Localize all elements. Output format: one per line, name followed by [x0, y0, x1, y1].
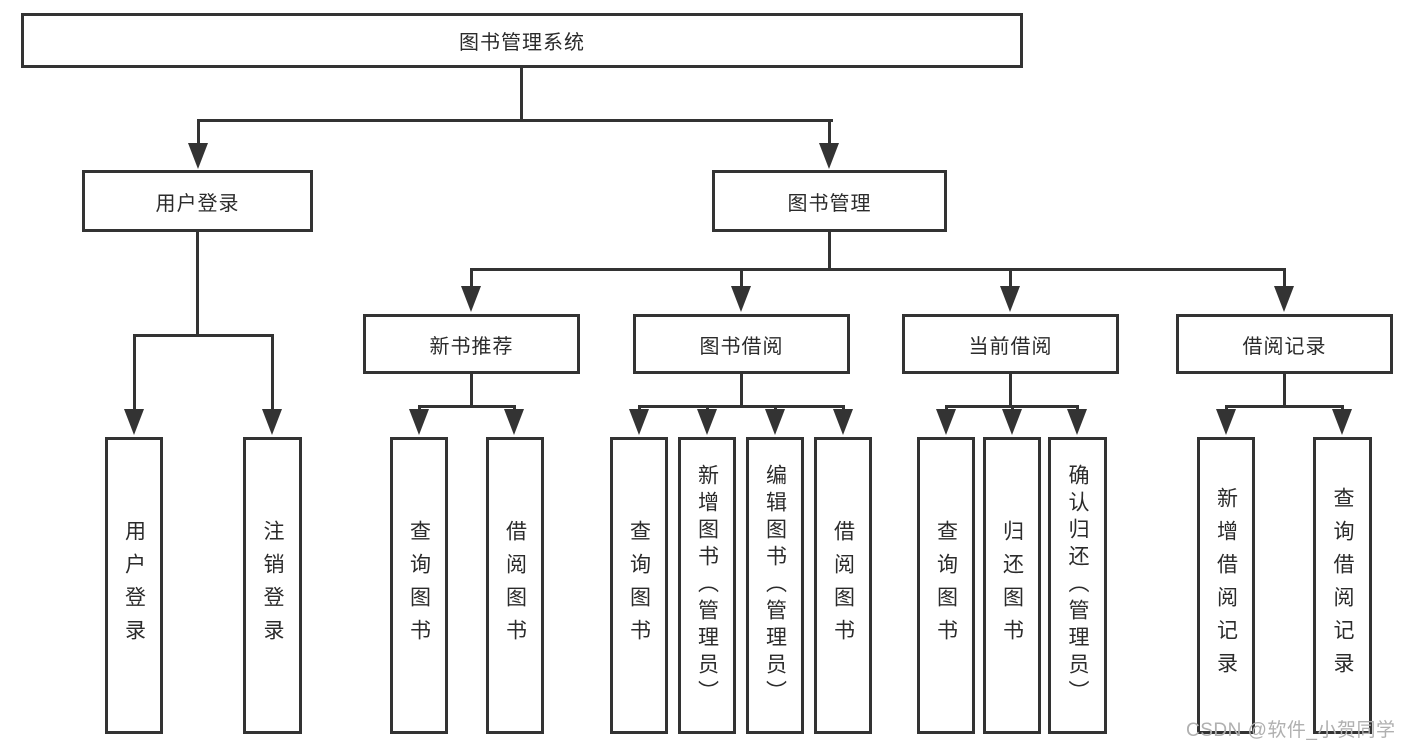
node-borrowing-records: 借阅记录	[1176, 314, 1393, 374]
connector-line	[133, 334, 273, 337]
connector-line	[828, 119, 831, 147]
leaf-label: 查询图书	[934, 519, 958, 652]
arrowhead-icon	[697, 409, 717, 435]
leaf-label: 借阅图书	[831, 519, 855, 652]
connector-line	[740, 268, 743, 290]
leaf-borrow-books-recommend: 借阅图书	[486, 437, 544, 734]
node-library-system: 图书管理系统	[21, 13, 1023, 68]
connector-line	[197, 119, 833, 122]
leaf-label: 注销登录	[261, 519, 284, 652]
leaf-label: 借阅图书	[503, 519, 527, 652]
leaf-query-books-current: 查询图书	[917, 437, 975, 734]
arrowhead-icon	[1332, 409, 1352, 435]
arrowhead-icon	[936, 409, 956, 435]
arrowhead-icon	[1000, 286, 1020, 312]
leaf-label: 归还图书	[1000, 519, 1024, 652]
arrowhead-icon	[409, 409, 429, 435]
connector-line	[828, 231, 831, 271]
leaf-return-books: 归还图书	[983, 437, 1041, 734]
leaf-label: 查询图书	[627, 519, 651, 652]
arrowhead-icon	[833, 409, 853, 435]
connector-line	[1009, 268, 1012, 290]
leaf-label: 编辑图书（管理员）	[763, 464, 787, 707]
node-book-management: 图书管理	[712, 170, 947, 232]
arrowhead-icon	[461, 286, 481, 312]
arrowhead-icon	[124, 409, 144, 435]
connector-line	[1283, 268, 1286, 290]
leaf-add-book-admin: 新增图书（管理员）	[678, 437, 736, 734]
leaf-confirm-return-admin: 确认归还（管理员）	[1048, 437, 1107, 734]
leaf-label: 新增图书（管理员）	[695, 464, 719, 707]
leaf-logout: 注销登录	[243, 437, 302, 734]
node-new-book-recommend: 新书推荐	[363, 314, 580, 374]
leaf-label: 确认归还（管理员）	[1066, 464, 1089, 707]
leaf-user-login: 用户登录	[105, 437, 163, 734]
connector-line	[470, 268, 473, 290]
leaf-borrow-books-borrowing: 借阅图书	[814, 437, 872, 734]
connector-line	[1009, 374, 1012, 408]
arrowhead-icon	[1067, 409, 1087, 435]
arrowhead-icon	[629, 409, 649, 435]
leaf-label: 查询图书	[407, 519, 431, 652]
arrowhead-icon	[504, 409, 524, 435]
leaf-query-borrow-record: 查询借阅记录	[1313, 437, 1372, 734]
arrowhead-icon	[188, 143, 208, 169]
arrowhead-icon	[765, 409, 785, 435]
arrowhead-icon	[262, 409, 282, 435]
node-book-borrowing: 图书借阅	[633, 314, 850, 374]
leaf-label: 查询借阅记录	[1331, 486, 1354, 685]
leaf-label: 用户登录	[122, 519, 146, 652]
node-user-login: 用户登录	[82, 170, 313, 232]
leaf-edit-book-admin: 编辑图书（管理员）	[746, 437, 804, 734]
connector-line	[197, 119, 200, 147]
connector-line	[470, 268, 1286, 271]
node-current-borrowing: 当前借阅	[902, 314, 1119, 374]
connector-line	[1283, 374, 1286, 408]
connector-line	[638, 405, 844, 408]
leaf-query-books-recommend: 查询图书	[390, 437, 448, 734]
connector-line	[520, 66, 523, 120]
watermark: CSDN @软件_小贺同学	[1186, 720, 1396, 741]
arrowhead-icon	[731, 286, 751, 312]
leaf-query-books-borrowing: 查询图书	[610, 437, 668, 734]
connector-line	[271, 334, 274, 412]
connector-line	[196, 231, 199, 337]
arrowhead-icon	[819, 143, 839, 169]
connector-line	[470, 374, 473, 408]
arrowhead-icon	[1216, 409, 1236, 435]
connector-line	[740, 374, 743, 408]
leaf-add-borrow-record: 新增借阅记录	[1197, 437, 1255, 734]
arrowhead-icon	[1274, 286, 1294, 312]
connector-line	[133, 334, 136, 412]
connector-line	[1225, 405, 1343, 408]
connector-line	[418, 405, 516, 408]
leaf-label: 新增借阅记录	[1214, 486, 1238, 685]
arrowhead-icon	[1002, 409, 1022, 435]
